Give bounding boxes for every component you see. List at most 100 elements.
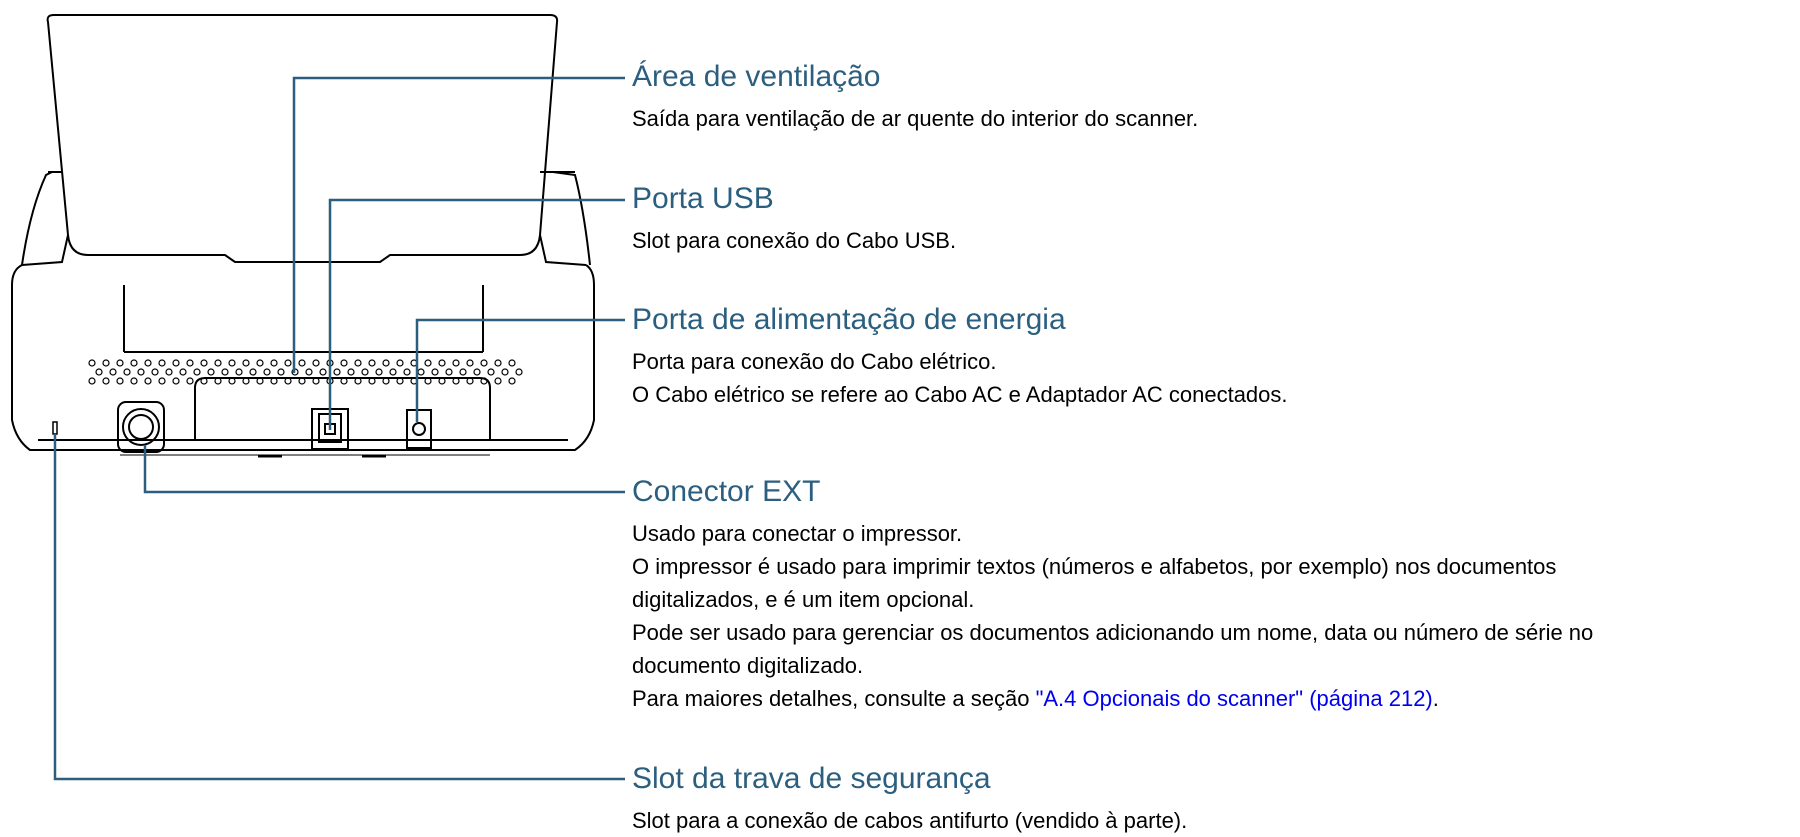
callout-description: Saída para ventilação de ar quente do in… xyxy=(632,102,1198,135)
callout-description: Usado para conectar o impressor. O impre… xyxy=(632,517,1593,715)
right-wing xyxy=(552,171,591,266)
vent-hole xyxy=(452,377,460,385)
vent-hole xyxy=(95,368,103,376)
desc-line: Porta para conexão do Cabo elétrico. xyxy=(632,349,997,374)
leader-power xyxy=(415,318,625,422)
callout-lock: Slot da trava de segurança Slot para a c… xyxy=(632,762,1187,837)
desc-line: Slot para a conexão de cabos antifurto (… xyxy=(632,808,1188,833)
vent-hole xyxy=(221,368,229,376)
vent-hole xyxy=(403,368,411,376)
vent-hole xyxy=(515,368,523,376)
vent-hole xyxy=(424,359,432,367)
vent-hole xyxy=(466,377,474,385)
vent-hole xyxy=(480,377,488,385)
vent-hole xyxy=(438,359,446,367)
vent-hole xyxy=(354,359,362,367)
vent-hole xyxy=(242,359,250,367)
vent-hole xyxy=(508,359,516,367)
vent-hole xyxy=(445,368,453,376)
callout-description: Slot para conexão do Cabo USB. xyxy=(632,224,956,257)
vent-hole xyxy=(480,359,488,367)
vent-hole xyxy=(186,359,194,367)
vent-hole xyxy=(277,368,285,376)
vent-hole xyxy=(354,377,362,385)
vent-hole xyxy=(473,368,481,376)
leader-lock xyxy=(53,434,625,781)
vent-hole xyxy=(494,359,502,367)
callout-ext: Conector EXT Usado para conectar o impre… xyxy=(632,475,1593,715)
vent-hole xyxy=(256,377,264,385)
vent-hole xyxy=(242,377,250,385)
callout-power: Porta de alimentação de energia Porta pa… xyxy=(632,303,1288,411)
vent-hole xyxy=(438,377,446,385)
vent-hole xyxy=(144,359,152,367)
security-slot xyxy=(52,421,58,435)
vent-hole xyxy=(417,368,425,376)
vent-hole xyxy=(333,368,341,376)
vent-hole xyxy=(389,368,397,376)
vent-hole xyxy=(375,368,383,376)
vent-hole xyxy=(312,377,320,385)
vent-hole xyxy=(158,359,166,367)
vent-hole xyxy=(382,359,390,367)
vent-hole xyxy=(88,359,96,367)
vent-hole xyxy=(361,368,369,376)
vent-hole xyxy=(102,359,110,367)
vent-hole xyxy=(431,368,439,376)
callout-description: Porta para conexão do Cabo elétrico. O C… xyxy=(632,345,1288,411)
reference-line: Para maiores detalhes, consulte a seção … xyxy=(632,682,1593,715)
vent-hole xyxy=(284,359,292,367)
reference-suffix: . xyxy=(1432,686,1439,711)
desc-line: O impressor é usado para imprimir textos… xyxy=(632,554,1557,579)
vent-hole xyxy=(172,359,180,367)
vent-hole xyxy=(235,368,243,376)
desc-line: documento digitalizado. xyxy=(632,653,864,678)
ext-connector xyxy=(117,401,165,453)
vent-hole xyxy=(165,368,173,376)
vent-hole xyxy=(193,368,201,376)
vent-hole xyxy=(158,377,166,385)
callout-usb: Porta USB Slot para conexão do Cabo USB. xyxy=(632,182,956,257)
leader-vent xyxy=(292,76,625,373)
vent-hole xyxy=(319,368,327,376)
vent-hole xyxy=(116,359,124,367)
vent-hole xyxy=(501,368,509,376)
vent-hole xyxy=(109,368,117,376)
vent-hole xyxy=(256,359,264,367)
desc-line: Saída para ventilação de ar quente do in… xyxy=(632,106,1199,131)
desc-line: Slot para conexão do Cabo USB. xyxy=(632,228,957,253)
callout-title: Área de ventilação xyxy=(632,60,881,93)
vent-hole xyxy=(228,377,236,385)
vent-hole xyxy=(424,377,432,385)
reference-link[interactable]: "A.4 Opcionais do scanner" (página 212) xyxy=(1035,686,1433,711)
vent-hole xyxy=(270,377,278,385)
vent-hole xyxy=(144,377,152,385)
vent-hole xyxy=(466,359,474,367)
desc-line: Usado para conectar o impressor. xyxy=(632,521,963,546)
vent-hole xyxy=(263,368,271,376)
vent-hole xyxy=(340,377,348,385)
port-recess xyxy=(194,377,491,441)
vent-holes xyxy=(88,359,523,385)
vent-hole xyxy=(200,377,208,385)
leader-ext xyxy=(143,445,625,494)
callout-title: Porta USB xyxy=(632,182,774,215)
vent-hole xyxy=(368,377,376,385)
vent-hole xyxy=(200,359,208,367)
vent-hole xyxy=(102,377,110,385)
vent-hole xyxy=(312,359,320,367)
vent-hole xyxy=(116,377,124,385)
vent-hole xyxy=(130,377,138,385)
power-port xyxy=(406,409,432,449)
vent-hole xyxy=(347,368,355,376)
vent-hole xyxy=(270,359,278,367)
callout-vent: Área de ventilação Saída para ventilação… xyxy=(632,60,1198,135)
vent-hole xyxy=(228,359,236,367)
vent-hole xyxy=(494,377,502,385)
vent-hole xyxy=(298,377,306,385)
vent-hole xyxy=(186,377,194,385)
leader-lines xyxy=(53,76,625,781)
desc-line: O Cabo elétrico se refere ao Cabo AC e A… xyxy=(632,382,1288,407)
vent-hole xyxy=(207,368,215,376)
